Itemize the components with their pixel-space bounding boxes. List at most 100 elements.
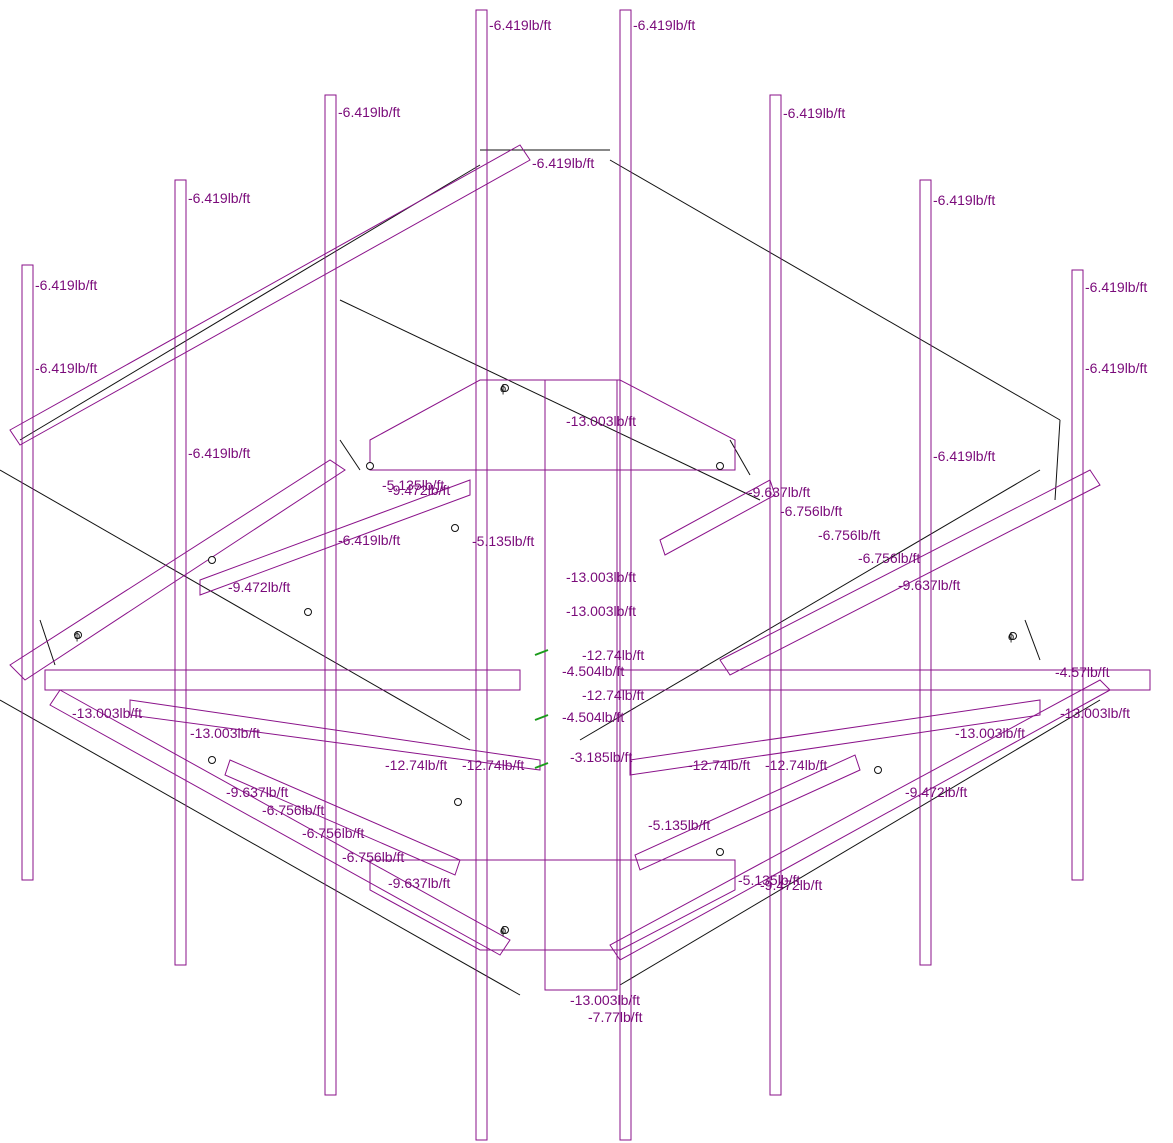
support-icon: [74, 631, 82, 639]
support-icon: [454, 798, 462, 806]
column-load-c2: [619, 9, 632, 1141]
support-icon: [716, 848, 724, 856]
column-load-label: -6.419lb/ft: [338, 104, 400, 120]
support-symbols: [74, 384, 1017, 934]
beam-load-label: -12.74lb/ft: [385, 757, 447, 773]
support-glyph: ϕ: [500, 383, 506, 395]
beam-loads: [9, 144, 1151, 961]
column-load-label: -6.419lb/ft: [188, 445, 250, 461]
beam-load-label: -6.756lb/ft: [262, 802, 324, 818]
beam-load-label: -9.637lb/ft: [898, 577, 960, 593]
beam-labels: -6.419lb/ft -5.135lb/ft -9.472lb/ft -9.4…: [72, 155, 1130, 1025]
beam-load-label: -6.756lb/ft: [302, 825, 364, 841]
beam-load-label: -3.185lb/ft: [570, 749, 632, 765]
beam-load-label: -9.637lb/ft: [226, 784, 288, 800]
beam-load-label: -6.756lb/ft: [342, 849, 404, 865]
column-load-c6: [919, 179, 932, 966]
beam-load-label: -13.003lb/ft: [1060, 705, 1130, 721]
column-load-c4: [769, 94, 782, 1096]
beam-load-label: -4.57lb/ft: [1055, 664, 1110, 680]
beam-load-label: -7.77lb/ft: [588, 1009, 643, 1025]
beam-load-upper-octagon: [369, 379, 736, 471]
beam-load-label: -6.756lb/ft: [818, 527, 880, 543]
beam-load-label: -5.135lb/ft: [648, 817, 710, 833]
beam-load-label: -13.003lb/ft: [955, 725, 1025, 741]
beam-load-label: -9.472lb/ft: [905, 784, 967, 800]
beam-load-label: -13.003lb/ft: [190, 725, 260, 741]
column-load-label: -6.419lb/ft: [188, 190, 250, 206]
column-load-label: -6.419lb/ft: [1085, 279, 1147, 295]
column-load-label: -6.419lb/ft: [933, 448, 995, 464]
support-glyph: ϕ: [500, 925, 506, 937]
beam-load-label: -6.419lb/ft: [532, 155, 594, 171]
beam-load-top-diagonal: [9, 144, 531, 446]
beam-load-slab-lower-left: [224, 759, 461, 876]
beam-load-inner-right: [629, 699, 1041, 776]
beam-load-label: -5.135lb/ft: [382, 477, 444, 493]
beam-load-label: -12.74lb/ft: [462, 757, 524, 773]
beam-load-label: -13.003lb/ft: [566, 603, 636, 619]
column-load-label: -6.419lb/ft: [489, 17, 551, 33]
beam-load-label: -12.74lb/ft: [688, 757, 750, 773]
beam-load-label: -6.756lb/ft: [780, 503, 842, 519]
column-load-label: -6.419lb/ft: [933, 192, 995, 208]
column-load-c8: [1071, 269, 1084, 881]
beam-load-left-diag-lower: [49, 689, 511, 956]
beam-load-label: -13.003lb/ft: [72, 705, 142, 721]
support-icon: [716, 462, 724, 470]
column-loads: [21, 9, 1084, 1141]
beam-load-label: -9.637lb/ft: [388, 875, 450, 891]
beam-load-label: -9.472lb/ft: [760, 877, 822, 893]
column-load-label: -6.419lb/ft: [1085, 360, 1147, 376]
support-icon: [1009, 632, 1017, 640]
column-load-c1: [475, 9, 488, 1141]
beam-load-label: -12.74lb/ft: [765, 757, 827, 773]
column-load-c5: [174, 179, 187, 966]
beam-load-slab-lower-right: [634, 754, 861, 871]
support-glyph: ϕ: [74, 630, 80, 642]
beam-load-mid-right: [619, 669, 1151, 691]
beam-load-mid-left: [44, 669, 521, 691]
beam-load-label: -9.472lb/ft: [228, 579, 290, 595]
support-icon: [304, 608, 312, 616]
core-accents: [534, 649, 549, 769]
beam-load-left-diag-upper: [9, 459, 346, 681]
support-icon: [208, 756, 216, 764]
column-load-label: -6.419lb/ft: [338, 532, 400, 548]
beam-load-label: -5.135lb/ft: [472, 533, 534, 549]
beam-load-lower-octagon: [369, 859, 736, 951]
beam-load-label: -12.74lb/ft: [582, 647, 644, 663]
support-glyphs: ϕ ϕ ϕ ϕ: [74, 383, 1014, 937]
support-icon: [451, 524, 459, 532]
beam-load-label: -4.504lb/ft: [562, 663, 624, 679]
column-load-c7: [21, 264, 34, 881]
frame-lines: [0, 149, 1101, 996]
beam-load-slab-upper-right: [659, 479, 776, 556]
beam-load-label: -9.637lb/ft: [748, 484, 810, 500]
column-load-label: -6.419lb/ft: [783, 105, 845, 121]
beam-load-right-diag-lower: [609, 679, 1111, 961]
beam-load-right-diag-upper: [719, 469, 1101, 676]
beam-load-label: -12.74lb/ft: [582, 687, 644, 703]
support-icon: [366, 462, 374, 470]
column-load-c3: [324, 94, 337, 1096]
column-load-label: -6.419lb/ft: [35, 360, 97, 376]
beam-load-label: -13.003lb/ft: [566, 413, 636, 429]
beam-load-label: -6.756lb/ft: [858, 550, 920, 566]
beam-load-label: -13.003lb/ft: [566, 569, 636, 585]
support-icon: [208, 556, 216, 564]
column-load-label: -6.419lb/ft: [35, 277, 97, 293]
beam-load-inner-left: [129, 699, 541, 771]
beam-load-label: -4.504lb/ft: [562, 709, 624, 725]
beam-load-slab-upper-left: [199, 479, 471, 596]
column-labels: -6.419lb/ft -6.419lb/ft -6.419lb/ft -6.4…: [35, 17, 1147, 548]
beam-load-label: -9.472lb/ft: [388, 482, 450, 498]
support-icon: [874, 766, 882, 774]
beam-load-label: -5.135lb/ft: [738, 872, 800, 888]
beam-load-label: -13.003lb/ft: [570, 992, 640, 1008]
support-glyph: ϕ: [1008, 631, 1014, 643]
column-load-c9: [544, 379, 618, 991]
column-load-label: -6.419lb/ft: [633, 17, 695, 33]
support-icon: [501, 926, 509, 934]
